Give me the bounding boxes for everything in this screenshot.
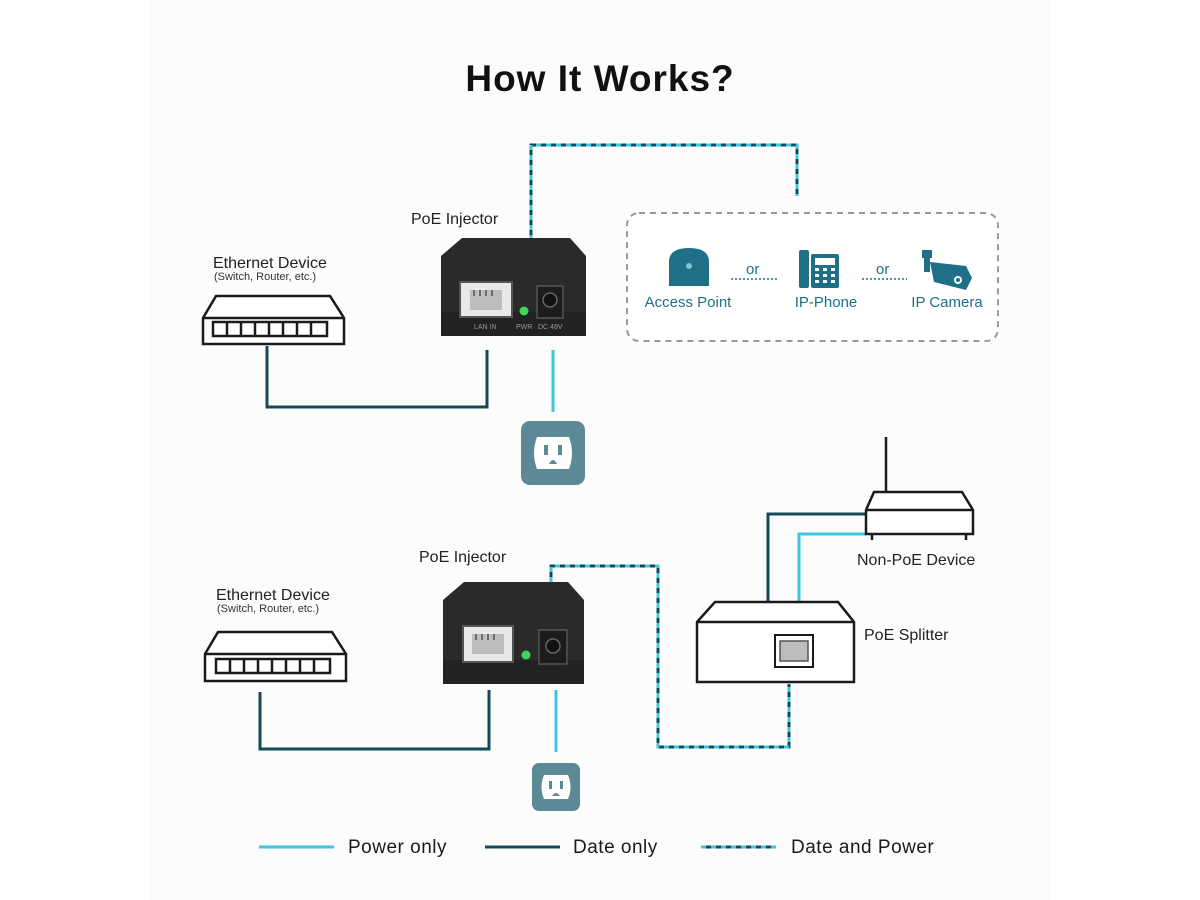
or-label-1: or — [746, 261, 760, 278]
access-point-icon — [669, 248, 709, 286]
page-title: How It Works? — [465, 58, 735, 99]
poe-splitter-label: PoE Splitter — [864, 627, 949, 644]
non-poe-router-icon — [864, 437, 975, 540]
ip-phone-icon — [799, 250, 839, 288]
legend-data-only-label: Date only — [573, 837, 658, 858]
top-ethernet-switch-icon — [201, 294, 346, 346]
top-data-only-line — [265, 346, 489, 409]
top-power-outlet-icon — [521, 421, 585, 485]
ip-phone-label: IP-Phone — [794, 294, 858, 311]
bottom-ethernet-label: Ethernet Device — [216, 587, 330, 604]
poe-splitter-icon — [695, 600, 856, 684]
bottom-poe-injector-icon — [443, 582, 584, 684]
ip-camera-icon — [922, 250, 972, 290]
top-injector-lan-port-label: LAN IN — [474, 324, 497, 331]
bottom-ethernet-switch-icon — [203, 630, 348, 683]
legend-power-only-label: Power only — [348, 837, 447, 858]
non-poe-device-label: Non-PoE Device — [857, 552, 976, 569]
bottom-power-outlet-icon — [532, 763, 580, 811]
bottom-data-power-line — [549, 564, 791, 749]
or-label-2: or — [876, 261, 890, 278]
top-ethernet-label: Ethernet Device — [213, 255, 327, 272]
access-point-label: Access Point — [644, 294, 732, 311]
bottom-injector-label: PoE Injector — [419, 549, 507, 566]
top-poe-injector-icon: LAN IN PWR DC 48V — [441, 238, 586, 336]
top-injector-label: PoE Injector — [411, 211, 499, 228]
bottom-data-only-line — [258, 690, 491, 751]
ip-camera-label: IP Camera — [911, 294, 983, 311]
top-injector-pwr-label: PWR — [516, 324, 532, 331]
bottom-ethernet-sublabel: (Switch, Router, etc.) — [217, 603, 320, 615]
splitter-power-line — [797, 532, 866, 602]
legend-data-power-label: Date and Power — [791, 837, 935, 858]
top-data-power-line — [529, 143, 799, 240]
splitter-data-line — [766, 512, 866, 602]
top-injector-dc-label: DC 48V — [538, 324, 563, 331]
top-ethernet-sublabel: (Switch, Router, etc.) — [214, 271, 317, 283]
